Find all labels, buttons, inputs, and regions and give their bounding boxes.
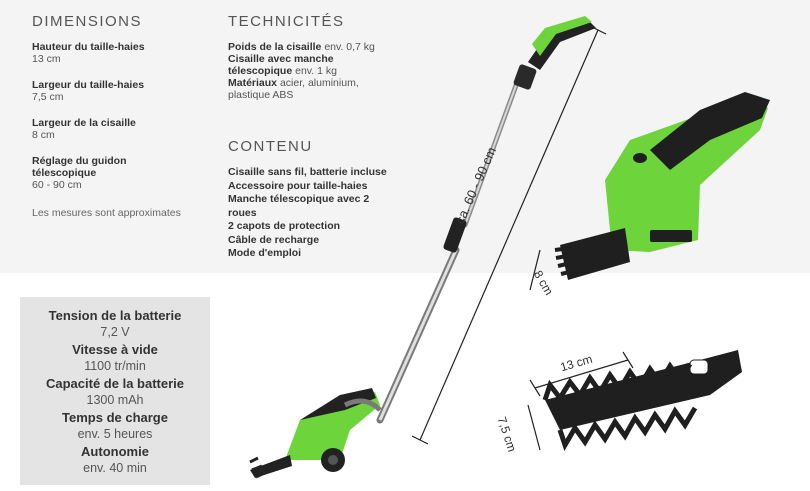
tech-label: Poids de la cisaille bbox=[228, 41, 322, 53]
tech-value: env. 0,7 kg bbox=[324, 41, 375, 53]
battery-spec-label: Vitesse à vide bbox=[72, 342, 158, 357]
contenu-heading: CONTENU bbox=[228, 138, 313, 155]
battery-spec-value: env. 5 heures bbox=[77, 427, 153, 441]
contenu-item: Accessoire pour taille-haies bbox=[228, 179, 368, 192]
contenu-item: 2 capots de protection bbox=[228, 220, 341, 232]
dimension-label: Largeur du taille-haies bbox=[32, 79, 145, 91]
dimensions-section: DIMENSIONS Hauteur du taille-haies 13 cm… bbox=[32, 13, 212, 219]
battery-spec-box: Tension de la batterie 7,2 V Vitesse à v… bbox=[20, 297, 210, 485]
dimension-value: 7,5 cm bbox=[32, 91, 64, 103]
technicites-heading: TECHNICITÉS bbox=[228, 13, 345, 30]
dimension-item: Largeur du taille-haies 7,5 cm bbox=[32, 79, 212, 103]
dimension-value: 8 cm bbox=[32, 129, 55, 141]
contenu-list: Cisaille sans fil, batterie incluse Acce… bbox=[228, 166, 398, 261]
tech-label: Cisaille avec manche télescopique bbox=[228, 53, 334, 77]
dimension-item: Largeur de la cisaille 8 cm bbox=[32, 117, 212, 141]
tech-value: acier, aluminium, plastique ABS bbox=[228, 77, 359, 101]
dimension-lines bbox=[411, 25, 634, 451]
dimension-item: Réglage du guidon télescopique 60 - 90 c… bbox=[32, 155, 152, 191]
battery-spec-label: Temps de charge bbox=[62, 410, 168, 425]
tech-value: env. 1 kg bbox=[295, 65, 337, 77]
contenu-item: Câble de recharge bbox=[228, 233, 320, 246]
tech-item: Matériaux acier, aluminium, plastique AB… bbox=[228, 77, 398, 101]
dimension-item: Hauteur du taille-haies 13 cm bbox=[32, 41, 212, 65]
battery-spec-value: env. 40 min bbox=[83, 461, 147, 475]
measurement-note: Les mesures sont approximates bbox=[32, 207, 181, 219]
battery-spec-label: Autonomie bbox=[81, 444, 149, 459]
contenu-item: Cisaille sans fil, batterie incluse bbox=[228, 166, 387, 178]
contenu-section: CONTENU Cisaille sans fil, batterie incl… bbox=[228, 138, 398, 261]
dimension-label: Réglage du guidon télescopique bbox=[32, 155, 127, 179]
contenu-item: Manche télescopique avec 2 roues bbox=[228, 193, 370, 219]
dimension-label: Largeur de la cisaille bbox=[32, 117, 136, 129]
dimension-value: 60 - 90 cm bbox=[32, 179, 82, 191]
hedge-blade-illustration bbox=[542, 350, 742, 452]
battery-spec-value: 7,2 V bbox=[100, 325, 130, 339]
contenu-item: Mode d'emploi bbox=[228, 247, 302, 259]
dimension-label: Hauteur du taille-haies bbox=[32, 41, 145, 53]
dimension-value: 13 cm bbox=[32, 53, 61, 65]
technicites-section: TECHNICITÉS Poids de la cisaille env. 0,… bbox=[228, 13, 398, 101]
battery-spec-label: Tension de la batterie bbox=[48, 308, 182, 323]
tech-item: Poids de la cisaille env. 0,7 kg bbox=[228, 41, 398, 53]
battery-spec-label: Capacité de la batterie bbox=[46, 376, 184, 391]
telescopic-handle bbox=[376, 16, 596, 424]
dimensions-heading: DIMENSIONS bbox=[32, 13, 143, 30]
tech-label: Matériaux bbox=[228, 77, 278, 89]
tech-item: Cisaille avec manche télescopique env. 1… bbox=[228, 53, 398, 77]
battery-spec-value: 1300 mAh bbox=[86, 393, 144, 407]
grass-shear-illustration bbox=[554, 92, 770, 280]
assembled-shear-illustration bbox=[249, 388, 382, 479]
battery-spec-value: 1100 tr/min bbox=[84, 359, 146, 373]
